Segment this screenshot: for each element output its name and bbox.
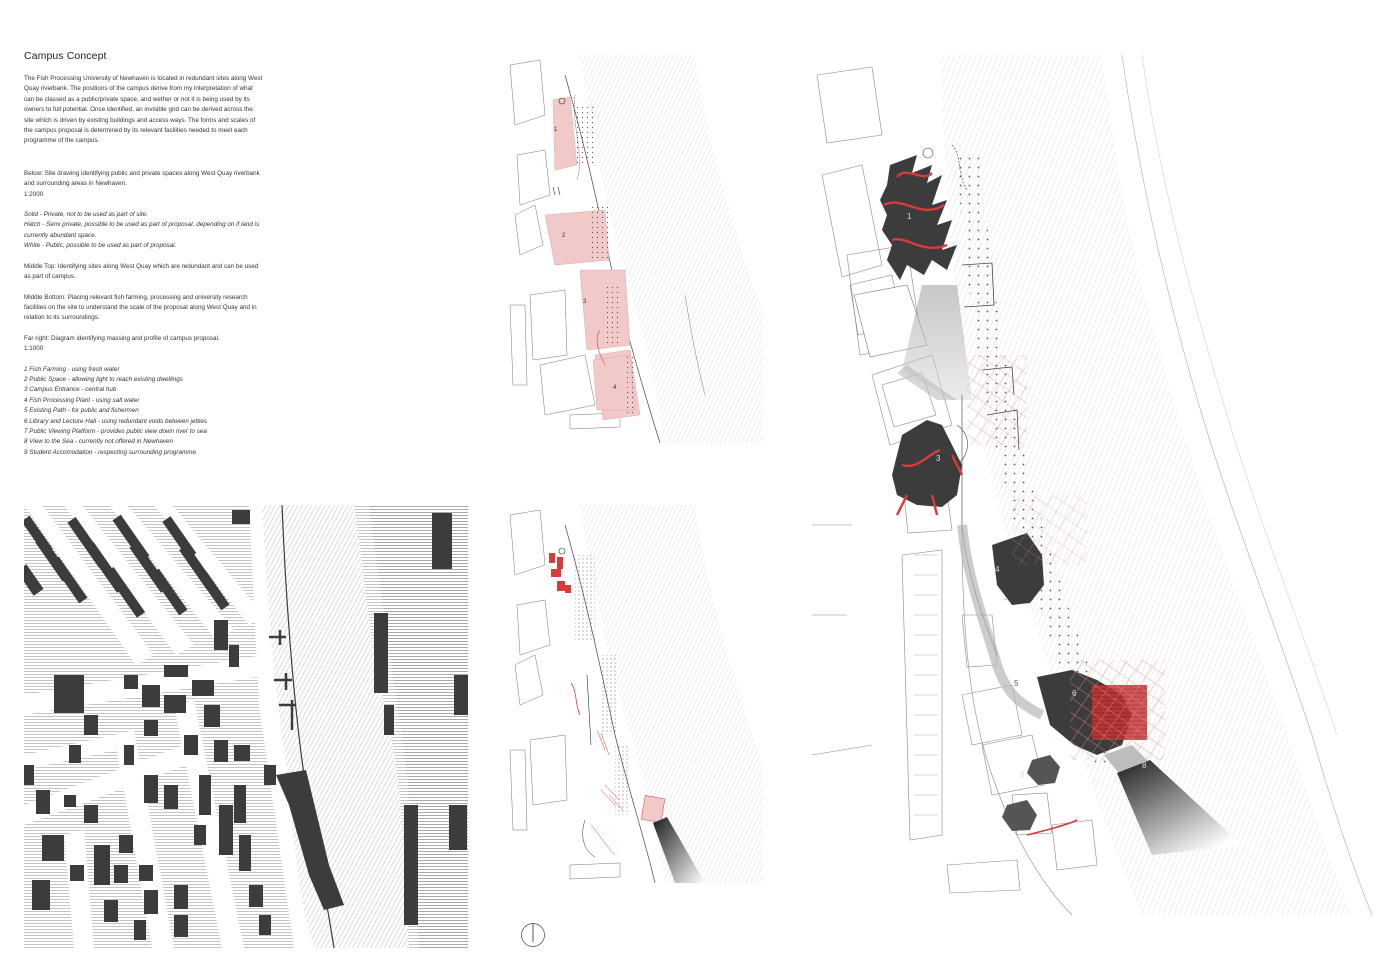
zone-label-2: 2 bbox=[925, 336, 930, 345]
public-streets bbox=[24, 505, 324, 948]
below-caption: Below: Site drawing identifying public a… bbox=[24, 169, 260, 188]
zone-label-9: 9 bbox=[1020, 770, 1025, 779]
site-map-1-2000 bbox=[24, 505, 468, 948]
far-right-scale: 1:1000 bbox=[24, 345, 44, 353]
key-solid: Solid - Private, not to be used as part … bbox=[24, 211, 148, 219]
zone-label-1: 1 bbox=[907, 212, 912, 221]
middle-top-caption: Middle Top: Identifying sites along West… bbox=[24, 262, 259, 281]
building-outlines bbox=[509, 59, 706, 430]
jetties bbox=[269, 630, 296, 730]
private-buildings bbox=[24, 510, 276, 940]
quay-walkway bbox=[957, 150, 1122, 767]
wharf-building bbox=[276, 770, 344, 910]
site-label: 4 bbox=[613, 385, 617, 391]
facility-massing-lines bbox=[590, 729, 624, 856]
building-fish-farming bbox=[880, 155, 957, 280]
sea-view-cone bbox=[1117, 760, 1242, 855]
building-student-accommodation bbox=[1002, 755, 1060, 831]
view-cone bbox=[653, 817, 705, 883]
existing-path bbox=[957, 524, 1045, 720]
building-library bbox=[1037, 660, 1165, 760]
zone-label-7: 7 bbox=[1134, 744, 1139, 753]
building-campus-entrance bbox=[892, 420, 968, 516]
legend-item: 1 Fish Farming - using fresh water bbox=[24, 365, 120, 373]
far-right-caption: Far right: Diagram identifying massing a… bbox=[24, 334, 220, 342]
site-label: 1 bbox=[554, 127, 558, 133]
plan-large-drawing: 1 2 3 4 5 6 7 8 9 bbox=[812, 55, 1373, 915]
site-map-drawing bbox=[24, 505, 468, 948]
legend-item: 9 Student Accomodation - respecting surr… bbox=[24, 448, 196, 456]
page-title: Campus Concept bbox=[24, 50, 107, 62]
north-arrow-icon bbox=[520, 922, 546, 948]
key-white: White - Public, possible to be used as p… bbox=[24, 242, 177, 250]
plan-campus-massing: 1 2 3 4 5 6 7 8 9 bbox=[812, 55, 1384, 915]
plan-bottom-drawing bbox=[509, 505, 763, 883]
plan-facilities-placement bbox=[505, 505, 763, 883]
intro-paragraph: The Fish Processing University of Newhav… bbox=[24, 75, 263, 145]
legend-item: 5 Existing Path - for public and fisherm… bbox=[24, 407, 139, 415]
programme-legend: 1 Fish Farming - using fresh water 2 Pub… bbox=[24, 365, 264, 459]
legend-item: 6 Library and Lecture Hall - using redun… bbox=[24, 417, 208, 425]
legend-item: 2 Public Space - allowing light to reach… bbox=[24, 375, 183, 383]
below-scale: 1:2000 bbox=[24, 190, 44, 198]
plan-redundant-sites: 1 2 3 4 bbox=[505, 55, 763, 443]
key-hatch: Hatch - Semi private, possible to be use… bbox=[24, 221, 260, 239]
legend-item: 4 Fish Processing Plant - using salt wat… bbox=[24, 396, 140, 404]
zone-label-4: 4 bbox=[995, 565, 1000, 574]
river bbox=[940, 55, 1352, 915]
legend-item: 8 View to the Sea - currently not offere… bbox=[24, 438, 173, 446]
site-label: 2 bbox=[562, 233, 566, 239]
legend-item: 7 Public Viewing Platform - provides pub… bbox=[24, 427, 207, 435]
zone-label-8: 8 bbox=[1142, 761, 1147, 770]
plan-top-drawing: 1 2 3 4 bbox=[509, 55, 763, 443]
site-label: 3 bbox=[583, 299, 587, 305]
middle-bottom-caption: Middle Bottom: Placing relevant fish far… bbox=[24, 293, 257, 322]
zone-label-6: 6 bbox=[1072, 689, 1077, 698]
zone-label-5: 5 bbox=[1014, 679, 1019, 688]
concept-text-column: Campus Concept The Fish Processing Unive… bbox=[24, 50, 264, 458]
facility-massing-red bbox=[549, 553, 571, 593]
viewing-platform bbox=[1104, 745, 1150, 777]
area-public-space bbox=[902, 285, 972, 400]
legend-item: 3 Campus Entrance - central hub bbox=[24, 386, 117, 394]
zone-label-3: 3 bbox=[936, 454, 941, 463]
